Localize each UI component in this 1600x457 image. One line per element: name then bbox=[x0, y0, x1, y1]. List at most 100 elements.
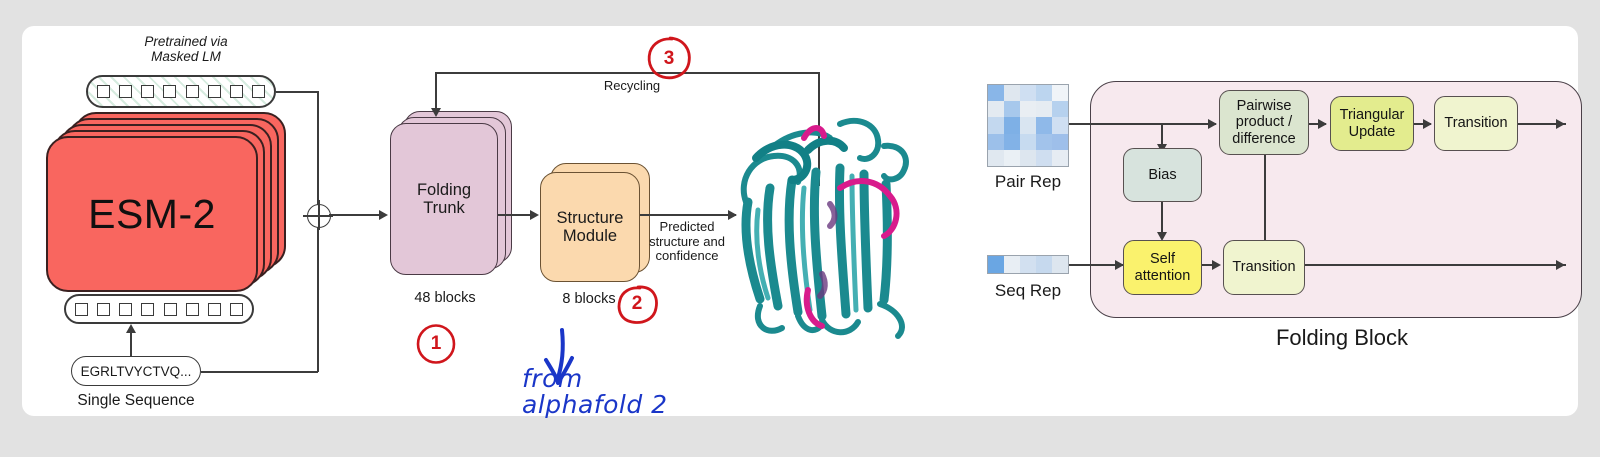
seq-out-line bbox=[1305, 264, 1566, 266]
pair-rep-cell-2-4 bbox=[1052, 117, 1068, 134]
token-cell bbox=[97, 302, 111, 316]
structure-module-label: Structure Module bbox=[556, 208, 624, 245]
pair-rep-cell-0-0 bbox=[988, 85, 1004, 102]
token-cell bbox=[141, 85, 155, 98]
pair-rep-cell-3-0 bbox=[988, 133, 1004, 150]
left-vertical-bus bbox=[317, 91, 319, 372]
pair-rep-cell-0-3 bbox=[1036, 85, 1052, 102]
pair-rep-cell-1-4 bbox=[1052, 101, 1068, 118]
annotation-number-1: 1 bbox=[430, 333, 442, 354]
seq-rep-strip bbox=[987, 255, 1069, 274]
pair-rep-cell-2-1 bbox=[1004, 117, 1020, 134]
recycling-arrow bbox=[431, 108, 441, 117]
box-seq-transition-label: Transition bbox=[1232, 259, 1296, 276]
token-cell bbox=[163, 302, 177, 316]
structure-to-output-line bbox=[640, 214, 736, 216]
token-cell bbox=[119, 85, 133, 98]
annotation-circle-2 bbox=[617, 285, 658, 324]
predicted-output-caption: Predicted structure and confidence bbox=[649, 219, 725, 264]
diagram-canvas: Pretrained via Masked LM ESM-2 EGRLTVYCT… bbox=[22, 26, 1582, 420]
seq-rep-cell-1 bbox=[1004, 256, 1020, 273]
box-triangular-update[interactable]: Triangular Update bbox=[1330, 96, 1414, 151]
seq-rep-in-arrow bbox=[1115, 260, 1124, 270]
pair-rep-in-line bbox=[1069, 123, 1216, 125]
folding-trunk-blocks: 48 blocks bbox=[414, 290, 476, 306]
folding-trunk-card: Folding Trunk bbox=[390, 123, 498, 275]
pair-rep-cell-2-3 bbox=[1036, 117, 1052, 134]
pair-rep-cell-4-0 bbox=[988, 149, 1004, 166]
box-pair-transition-label: Transition bbox=[1444, 115, 1508, 132]
trunk-to-structure-line bbox=[498, 214, 532, 216]
box-bias[interactable]: Bias bbox=[1123, 148, 1202, 202]
seq-rep-cell-2 bbox=[1020, 256, 1036, 273]
pair-rep-cell-2-0 bbox=[988, 117, 1004, 134]
box-pairwise-product-difference[interactable]: Pairwise product / difference bbox=[1219, 90, 1309, 155]
box-seq-transition[interactable]: Transition bbox=[1223, 240, 1305, 295]
box-triangular-update-label: Triangular Update bbox=[1339, 107, 1405, 140]
merge-plus-node bbox=[303, 200, 333, 230]
pair-rep-label: Pair Rep bbox=[994, 172, 1062, 191]
structure-module-blocks: 8 blocks bbox=[562, 291, 616, 307]
token-cell bbox=[75, 302, 89, 316]
merge-to-trunk-line bbox=[329, 214, 381, 216]
handwriting-note: from alphafold 2 bbox=[522, 364, 668, 420]
token-cell bbox=[185, 302, 199, 316]
seq-pill-out-line bbox=[201, 371, 318, 373]
seq-rep-label: Seq Rep bbox=[994, 281, 1062, 300]
recycling-left-drop bbox=[435, 72, 437, 110]
token-cell bbox=[229, 85, 243, 98]
pairwise-to-triangular-line bbox=[1309, 123, 1326, 125]
annotation-circle-3 bbox=[647, 36, 691, 80]
token-cell bbox=[251, 85, 265, 98]
pair-rep-cell-1-2 bbox=[1020, 101, 1036, 118]
token-cell bbox=[163, 85, 177, 98]
pair-rep-cell-4-2 bbox=[1020, 149, 1036, 166]
annotation-number-2: 2 bbox=[631, 293, 643, 314]
pair-rep-cell-3-3 bbox=[1036, 133, 1052, 150]
pair-rep-cell-1-3 bbox=[1036, 101, 1052, 118]
pair-rep-cell-3-1 bbox=[1004, 133, 1020, 150]
token-cell bbox=[119, 302, 133, 316]
sequence-to-tokens-arrow bbox=[126, 324, 136, 333]
annotation-number-3: 3 bbox=[663, 48, 675, 69]
box-self-attention-label: Self attention bbox=[1134, 251, 1191, 284]
single-sequence-caption: Single Sequence bbox=[77, 392, 195, 409]
pair-rep-heatmap bbox=[987, 84, 1069, 167]
bias-to-selfattn-arrow bbox=[1157, 232, 1167, 241]
esm2-label: ESM-2 bbox=[88, 190, 216, 237]
box-pair-transition[interactable]: Transition bbox=[1434, 96, 1518, 151]
trunk-to-structure-arrow bbox=[530, 210, 539, 220]
input-token-rail bbox=[64, 294, 254, 324]
recycling-top-line bbox=[435, 72, 819, 74]
annotation-circle-1 bbox=[416, 324, 456, 364]
triangular-to-transition-arrow bbox=[1423, 119, 1432, 129]
box-bias-label: Bias bbox=[1148, 166, 1177, 183]
bias-to-selfattn-line bbox=[1161, 202, 1163, 236]
token-cell bbox=[141, 302, 155, 316]
seq-rep-cell-4 bbox=[1052, 256, 1068, 273]
selfattn-to-transition-arrow bbox=[1212, 260, 1221, 270]
structure-module-card: Structure Module bbox=[540, 172, 640, 282]
pair-out-arrow bbox=[1556, 119, 1565, 129]
pairwise-to-triangular-arrow bbox=[1318, 119, 1327, 129]
protein-structure-ribbon bbox=[740, 117, 909, 339]
pair-rep-cell-4-1 bbox=[1004, 149, 1020, 166]
pair-rep-cell-4-3 bbox=[1036, 149, 1052, 166]
folding-trunk-label: Folding Trunk bbox=[416, 180, 472, 217]
box-self-attention[interactable]: Self attention bbox=[1123, 240, 1202, 295]
selfattn-to-transition-line bbox=[1202, 264, 1219, 266]
transition-to-pairwise-line bbox=[1264, 154, 1266, 240]
pair-rep-cell-2-2 bbox=[1020, 117, 1036, 134]
pair-out-line bbox=[1518, 123, 1566, 125]
merge-to-trunk-arrow bbox=[379, 210, 388, 220]
masked-token-rail bbox=[86, 75, 276, 108]
token-cell bbox=[97, 85, 111, 98]
seq-rep-cell-0 bbox=[988, 256, 1004, 273]
token-cell bbox=[185, 85, 199, 98]
single-sequence-pill: EGRLTVYCTVQ... bbox=[71, 356, 201, 386]
esm2-model-card: ESM-2 bbox=[46, 136, 258, 292]
pair-rep-cell-0-2 bbox=[1020, 85, 1036, 102]
box-pairwise-label: Pairwise product / difference bbox=[1232, 97, 1296, 147]
pair-rep-cell-1-0 bbox=[988, 101, 1004, 118]
folding-block-title: Folding Block bbox=[1275, 325, 1409, 350]
